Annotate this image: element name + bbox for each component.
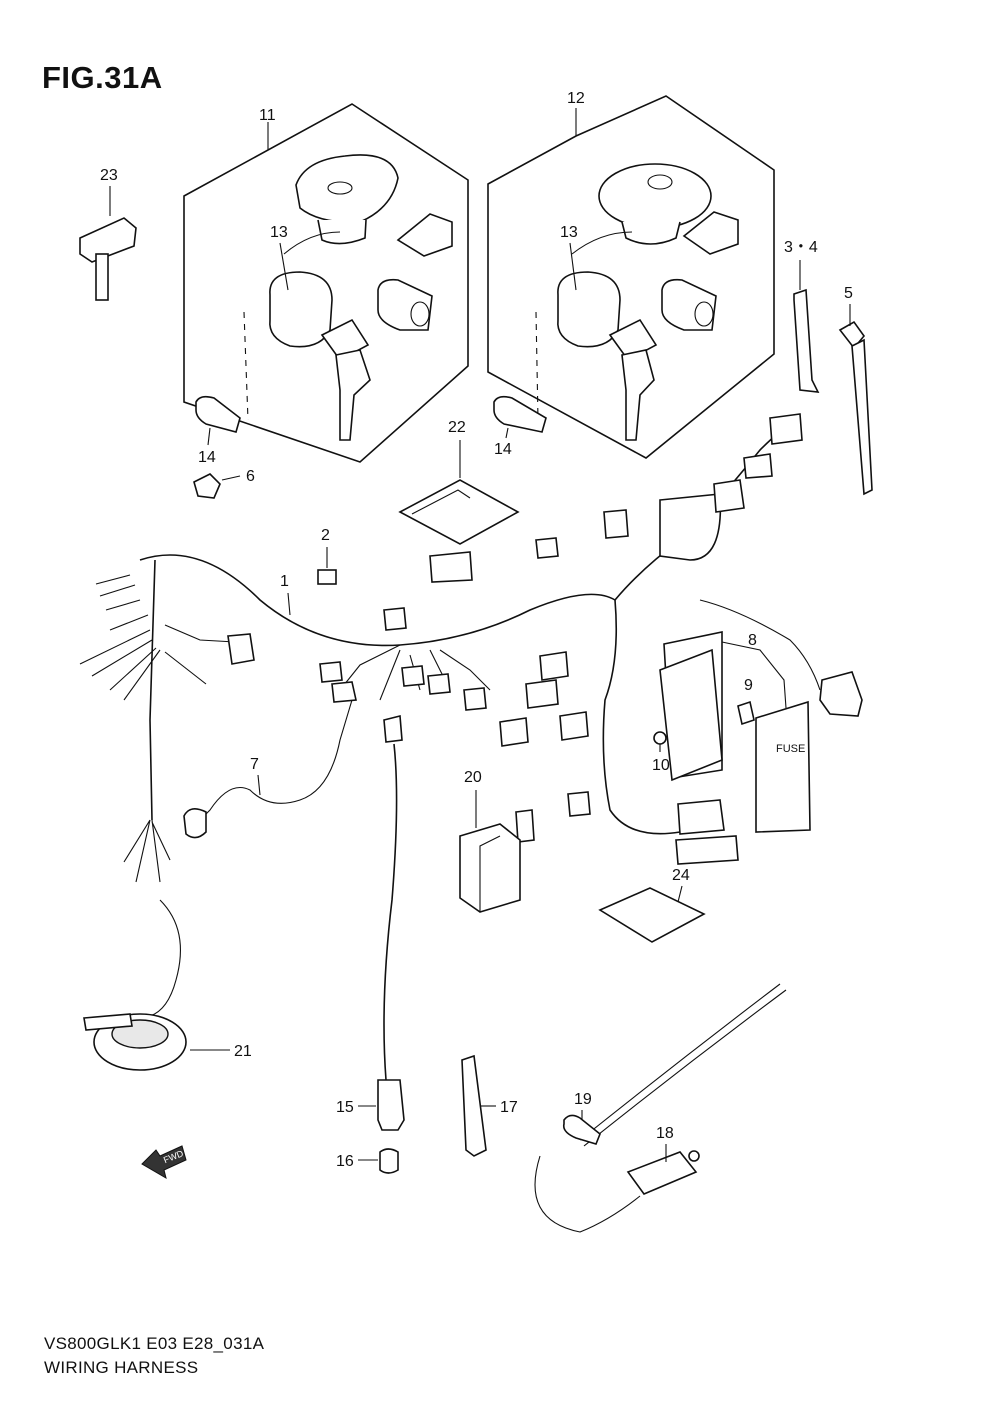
callout-7: 7 — [250, 756, 259, 773]
callout-11: 11 — [259, 107, 276, 124]
callout-14-right: 14 — [494, 441, 512, 458]
figure-code: VS800GLK1 E03 E28_031A — [44, 1334, 265, 1353]
fuse-lid-marking: FUSE — [776, 743, 805, 755]
main-harness-1 — [79, 413, 863, 843]
label-sheet-22 — [398, 479, 520, 545]
callout-2: 2 — [321, 527, 330, 544]
ignition-switch-right — [557, 231, 658, 441]
relay-20 — [459, 823, 521, 913]
lock-barrel-left — [377, 278, 433, 331]
figure-name: WIRING HARNESS — [44, 1358, 199, 1377]
key-blank-23 — [79, 217, 137, 301]
bracket-3-4 — [793, 288, 820, 393]
callout-22: 22 — [448, 419, 466, 436]
callout-10: 10 — [652, 757, 670, 774]
callout-21: 21 — [234, 1043, 252, 1060]
callout-23: 23 — [100, 167, 118, 184]
callout-13-right: 13 — [560, 224, 578, 241]
bolt-14-left — [195, 395, 241, 433]
callout-16: 16 — [336, 1153, 354, 1170]
callout-18: 18 — [656, 1125, 674, 1142]
callout-6: 6 — [246, 468, 255, 485]
seat-lock-left — [396, 213, 453, 257]
fwd-arrow: FWD — [141, 1145, 187, 1180]
seal-16 — [379, 1148, 399, 1174]
callout-9: 9 — [744, 677, 753, 694]
sensor-cable-15 — [377, 714, 405, 1131]
callout-17: 17 — [500, 1099, 518, 1116]
fuse-box-assembly-8: FUSE — [653, 631, 811, 865]
callout-8: 8 — [748, 632, 757, 649]
fuel-cap-right — [598, 163, 712, 245]
lock-set-box-11 — [183, 103, 469, 463]
callout-1: 1 — [280, 573, 289, 590]
horn-21 — [83, 819, 187, 1071]
clip-6 — [193, 473, 221, 499]
clamp-17 — [461, 1054, 487, 1157]
callout-12: 12 — [567, 90, 585, 107]
callout-13-left: 13 — [270, 224, 288, 241]
figure-title: FIG.31A — [42, 60, 163, 95]
pad-24 — [598, 887, 706, 943]
lock-barrel-right — [661, 278, 717, 331]
switch-lead-18 — [534, 983, 787, 1233]
callout-24: 24 — [672, 867, 690, 884]
callout-15: 15 — [336, 1099, 354, 1116]
callout-14-left: 14 — [198, 449, 216, 466]
lead-wire-7 — [183, 699, 353, 839]
callout-19: 19 — [574, 1091, 592, 1108]
lock-set-box-12 — [487, 95, 775, 459]
bolt-14-right — [493, 395, 547, 433]
screw-19 — [562, 1114, 601, 1145]
fuse-2 — [317, 569, 337, 585]
seat-lock-right — [682, 211, 739, 255]
callout-3-4: 3・4 — [784, 239, 818, 256]
ignition-switch-left — [269, 231, 371, 441]
callout-5: 5 — [844, 285, 853, 302]
fuel-cap-left — [295, 154, 399, 245]
cable-tie-5 — [838, 320, 873, 496]
callout-20: 20 — [464, 769, 482, 786]
